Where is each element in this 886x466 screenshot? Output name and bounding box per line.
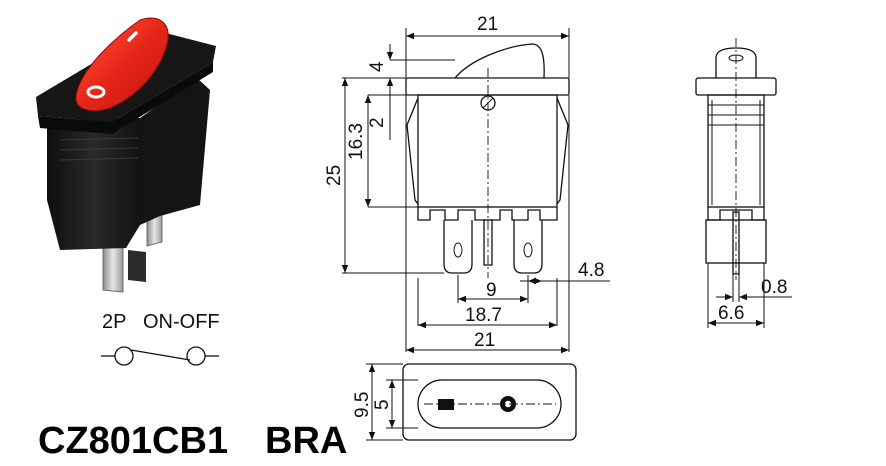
function-label: ON-OFF [143, 311, 220, 333]
terminal-left-front [443, 220, 473, 274]
top-view: 9.5 5 [352, 363, 577, 441]
switch-body [47, 118, 140, 250]
front-body [417, 94, 558, 208]
top-rocker-window [417, 379, 562, 429]
top-on-mark-icon [438, 399, 454, 410]
front-view: 21 4 2 16.3 25 4.8 9 18.7 21 [324, 14, 610, 354]
dim-rocker-height: 4 [367, 61, 388, 72]
contact-left-icon [114, 346, 134, 366]
switch-schematic: 2P ON-OFF [101, 311, 220, 366]
dim-top-inner: 5 [372, 399, 393, 410]
front-flange [405, 77, 570, 96]
dim-top-height: 9.5 [352, 392, 373, 418]
dim-step: 2 [367, 117, 388, 128]
side-rocker [715, 47, 757, 78]
switch-body-side [140, 78, 210, 225]
off-symbol-icon [86, 85, 106, 99]
terminal-right-front [513, 220, 543, 274]
dim-top-width: 21 [477, 14, 498, 35]
model-number: CZ801CB1 [38, 420, 228, 462]
dim-body-height: 16.3 [346, 123, 367, 160]
on-symbol-icon [127, 31, 138, 42]
switch-lever [130, 349, 191, 361]
terminal-tab [128, 250, 146, 282]
terminal-left [102, 245, 124, 293]
dim-side-width: 6.6 [718, 303, 744, 324]
dim-total-height: 25 [324, 165, 345, 186]
product-photo [36, 17, 216, 293]
top-outline [402, 363, 577, 441]
side-view: 0.8 6.6 [695, 38, 792, 328]
model-suffix: BRA [265, 420, 347, 462]
contact-right-icon [186, 346, 206, 366]
dim-terminal-width: 4.8 [578, 260, 604, 281]
center-post [483, 219, 493, 266]
dim-bottom-width: 21 [474, 330, 495, 351]
dim-terminal-thickness: 0.8 [761, 277, 787, 298]
pole-label: 2P [102, 311, 126, 333]
model-title: CZ801CB1 BRA [38, 420, 347, 462]
dim-terminal-spacing: 9 [486, 280, 497, 301]
dim-terminal-outer: 18.7 [465, 305, 502, 326]
